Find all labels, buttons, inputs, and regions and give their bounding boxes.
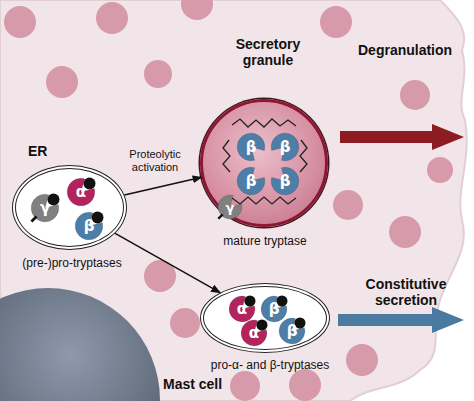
er-caption: (pre-)pro-tryptases xyxy=(2,257,142,271)
subunit-letter: α xyxy=(228,295,256,323)
vesicle-caption: pro-α- and β-tryptases xyxy=(190,359,350,373)
subunit-letter: β xyxy=(270,132,300,162)
tryptase-monomer: γ xyxy=(217,194,243,220)
subunit-letter: β xyxy=(260,295,288,323)
subunit-letter: β xyxy=(74,211,104,241)
pro-tryptase: β xyxy=(260,295,288,323)
nucleus xyxy=(0,288,160,401)
cell-label: Mast cell xyxy=(163,376,253,392)
tryptase-monomer: β xyxy=(236,166,266,196)
subunit-letter: β xyxy=(278,317,306,345)
pro-tryptase: γ xyxy=(30,193,60,223)
pro-tryptase: α xyxy=(66,177,96,207)
pro-tryptase: β xyxy=(278,317,306,345)
secretory-granule: Secretory granulemature tryptaseββββγ xyxy=(200,99,328,227)
secretory-vesicle: pro-α- and β-tryptasesαβαβ xyxy=(200,283,330,353)
subunit-letter: β xyxy=(270,166,300,196)
process-label: Degranulation xyxy=(358,42,468,58)
tryptase-monomer: β xyxy=(236,132,266,162)
subunit-letter: β xyxy=(236,166,266,196)
pro-tryptase: α xyxy=(240,319,268,347)
granule-caption: mature tryptase xyxy=(205,235,325,249)
subunit-letter: β xyxy=(236,132,266,162)
pro-tryptase: α xyxy=(228,295,256,323)
pro-tryptase: β xyxy=(74,211,104,241)
tryptase-monomer: β xyxy=(270,166,300,196)
subunit-letter: α xyxy=(66,177,96,207)
er-compartment: ER(pre-)pro-tryptasesγαβ xyxy=(12,165,127,250)
subunit-letter: α xyxy=(240,319,268,347)
edge-label: Proteolytic activation xyxy=(110,148,200,173)
process-label: Constitutive secretion xyxy=(350,276,462,308)
tryptase-monomer: β xyxy=(270,132,300,162)
er-title: ER xyxy=(28,143,68,159)
subunit-letter: γ xyxy=(30,193,60,223)
subunit-letter: γ xyxy=(217,194,243,220)
granule-title: Secretory granule xyxy=(213,36,323,68)
